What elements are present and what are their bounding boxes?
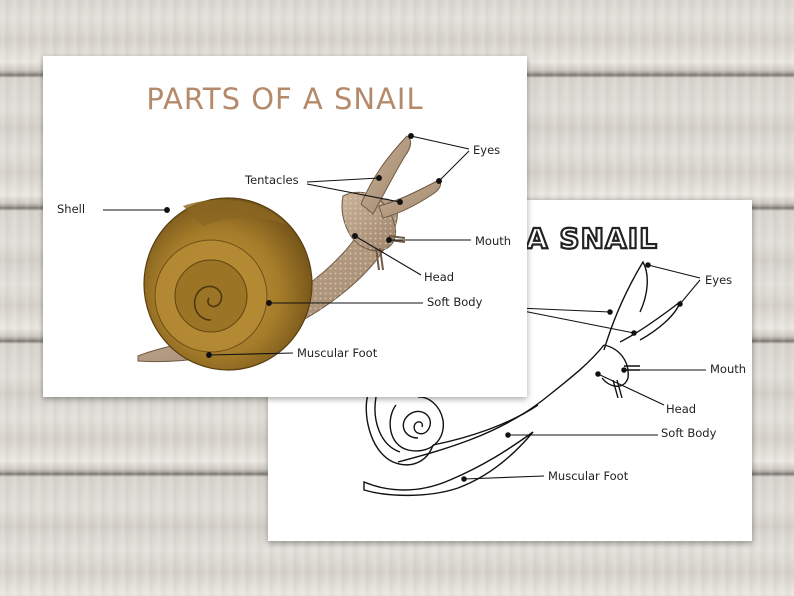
label-eyes: Eyes [473,143,501,157]
label-soft-body: Soft Body [427,295,483,309]
head-outline [601,344,629,387]
label-mouth: Mouth [475,234,512,248]
snail-outline-drawing [363,260,706,497]
back-card-title: A SNAIL [525,221,658,256]
upper-tentacle-shape [360,135,412,215]
page-title: PARTS OF A SNAIL [146,82,424,116]
shell-outline [365,394,434,466]
label-shell: Shell [57,202,86,216]
shell-spiral [402,410,431,439]
label-head: Head [424,270,455,284]
label-tentacles: Tentacles [245,173,299,187]
label-muscular-foot: Muscular Foot [297,346,378,360]
shell-spiral-shape [193,285,223,321]
back-label-mouth: Mouth [710,362,747,376]
back-label-head: Head [666,402,697,416]
back-label-eyes: Eyes [705,273,733,287]
lower-tentacle-shape [378,179,442,219]
colored-worksheet-card: PARTS OF A SNAIL Eyes Tentacles Shell Mo… [43,56,527,397]
upper-tentacle [603,260,648,351]
back-label-muscular-foot: Muscular Foot [548,469,629,483]
foot-outline [363,431,534,497]
lower-tentacle [619,300,682,343]
snail-color-illustration [103,133,471,371]
back-label-soft-body: Soft Body [661,426,717,440]
